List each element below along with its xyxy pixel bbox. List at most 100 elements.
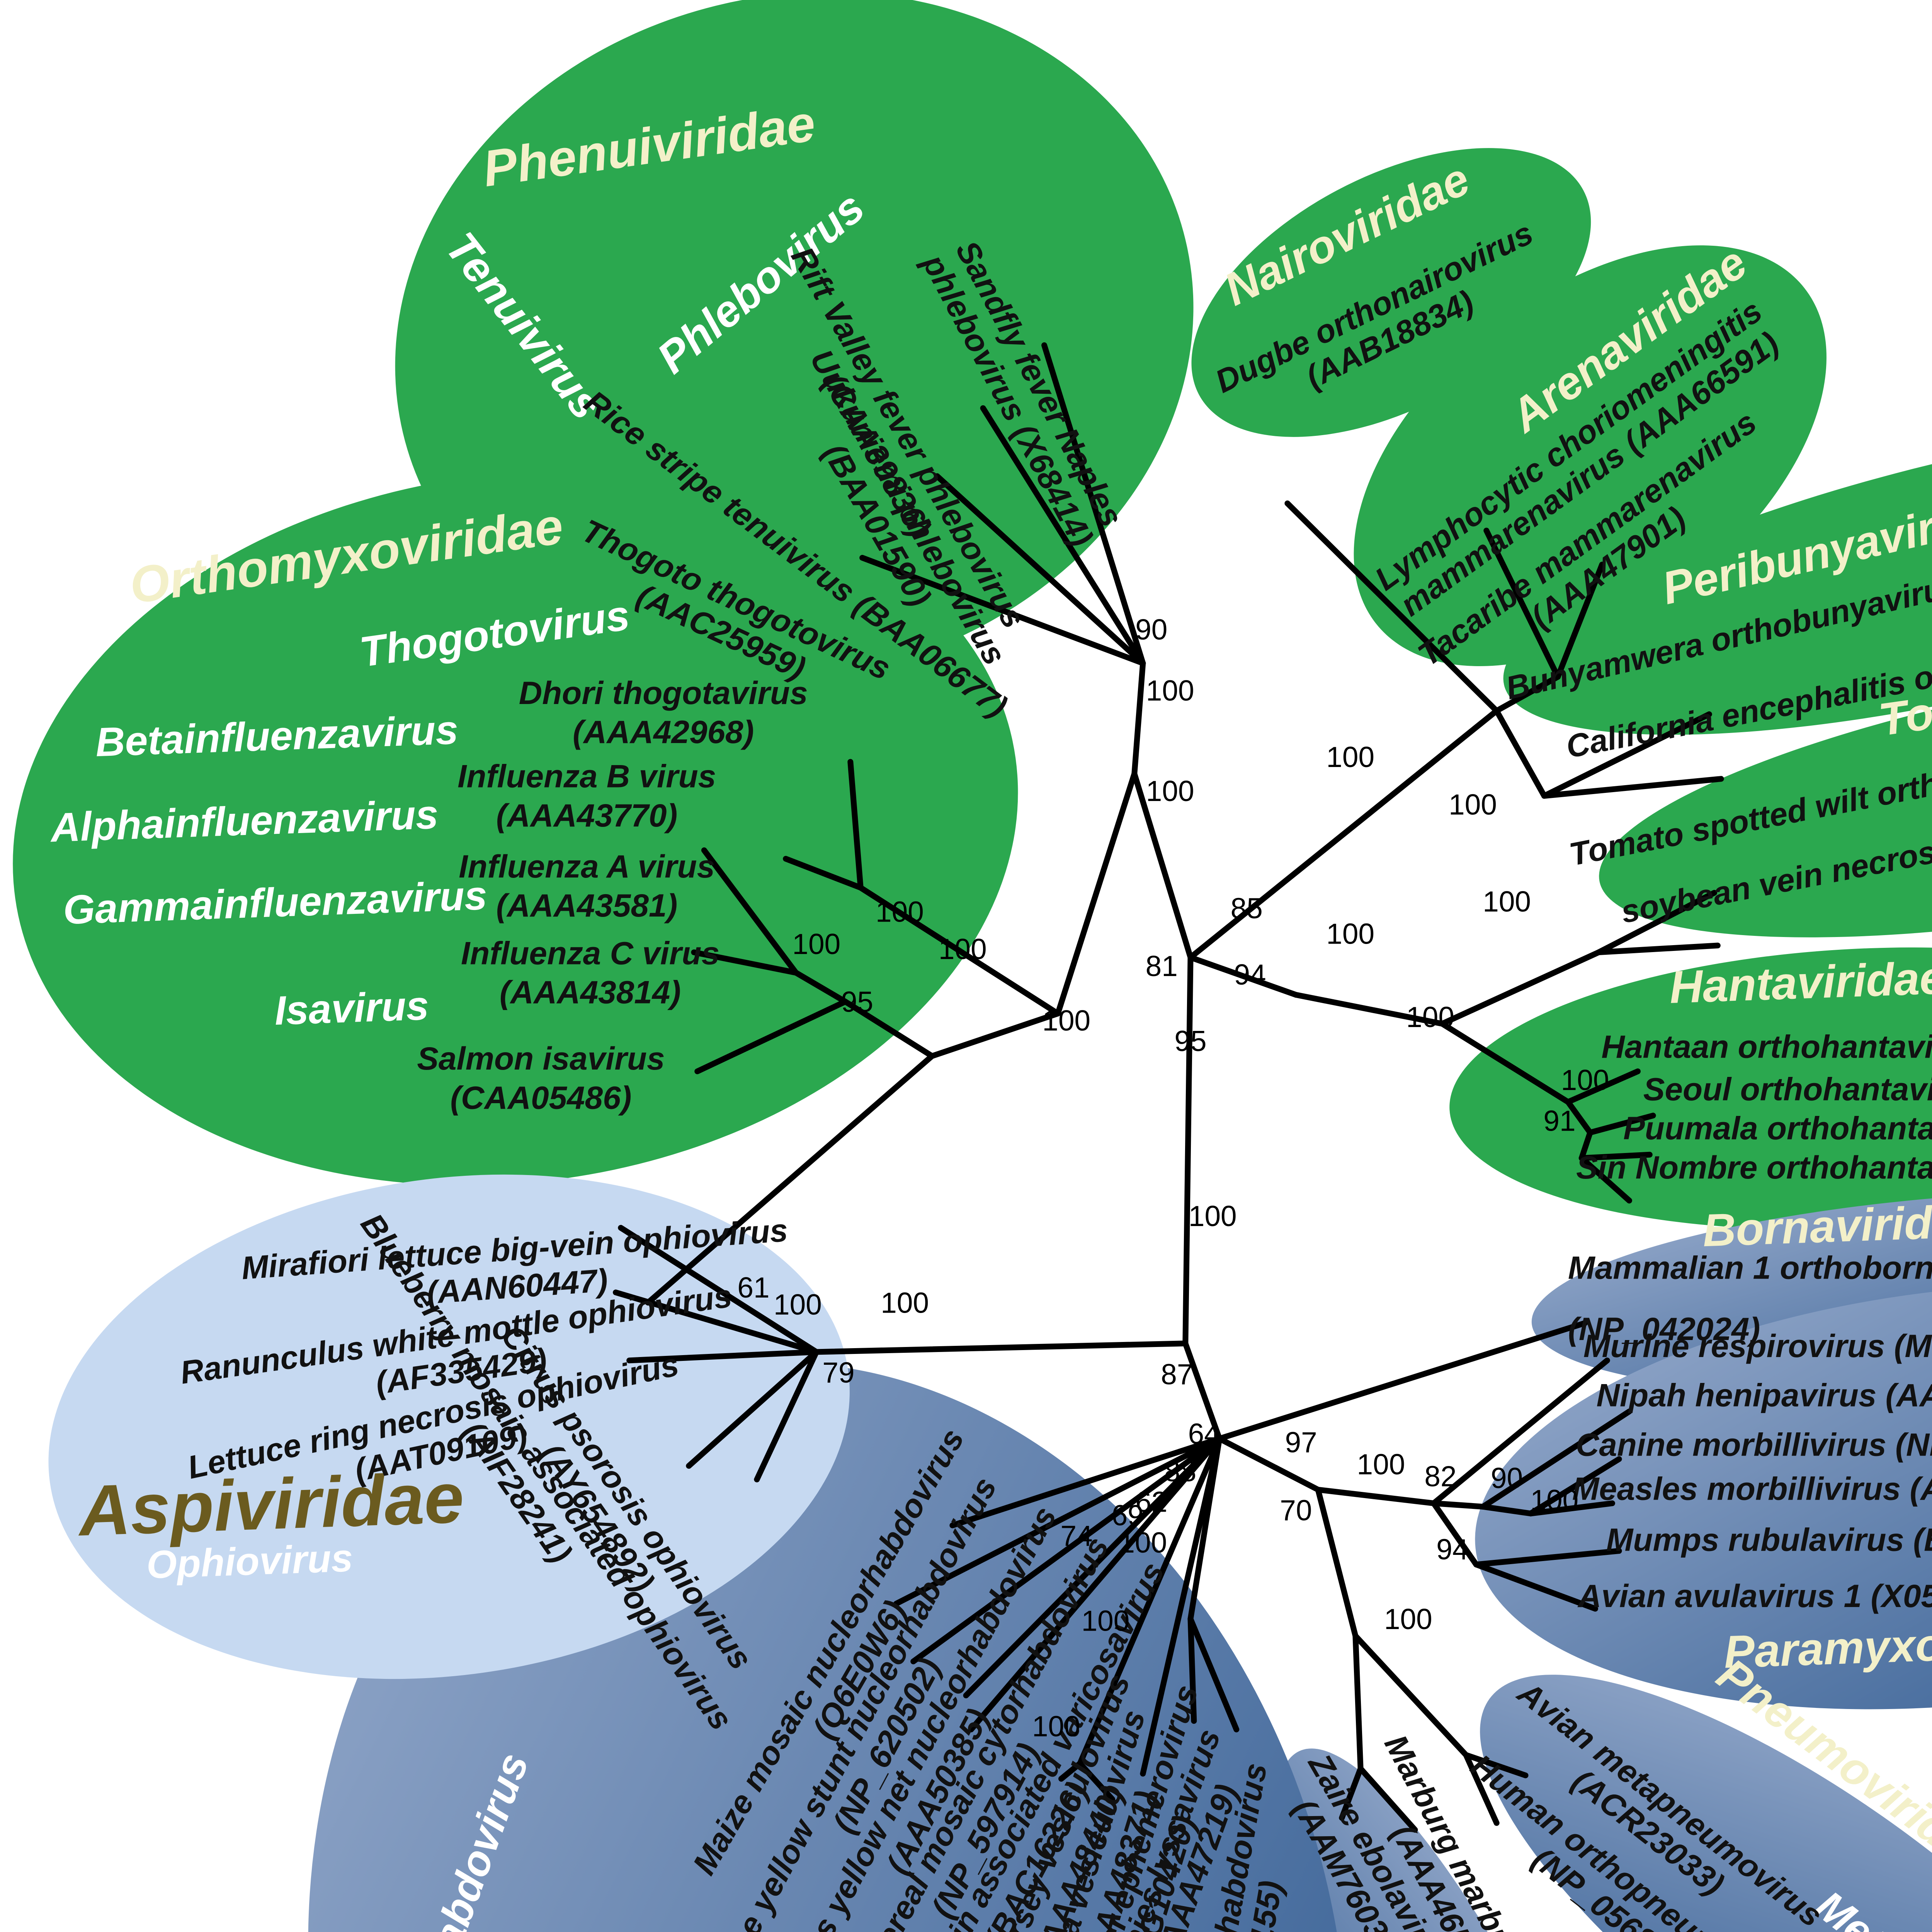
species-sin-nombre: Sin Nombre orthohantavirus (AAC42204)	[1576, 1149, 1932, 1185]
branch-hub-right	[1187, 954, 1299, 998]
bootstrap-value: 64	[1188, 1417, 1220, 1450]
branch-rabies	[1187, 1616, 1197, 1724]
family-aspiviridae: Aspiviridae	[76, 1458, 465, 1551]
branch-pneumofilo-stem	[1315, 1486, 1359, 1639]
branch-seoul	[1587, 1112, 1656, 1136]
branch-soybean	[1595, 942, 1721, 956]
ellipse-pneumoviridae	[1480, 1675, 1932, 1932]
branch-morbilli-node	[1480, 1503, 1534, 1517]
bootstrap-value: 100	[1146, 674, 1194, 707]
branch-nairo-arena-clade	[1187, 708, 1500, 961]
branch-upper-to-hub	[1131, 770, 1194, 961]
branch-bunyamwera	[1541, 711, 1712, 799]
branch-ranunculus	[613, 1289, 820, 1355]
bootstrap-value: 82	[1424, 1460, 1456, 1492]
branch-mammalian1	[1216, 1320, 1588, 1442]
branch-sandfly	[1041, 342, 1146, 666]
species-avian-avulavirus: Avian avulavirus 1 (X05399)	[1577, 1578, 1932, 1614]
genus-isavirus: Isavirus	[274, 983, 430, 1034]
branch-mumps	[1473, 1548, 1622, 1568]
branch-influenza-c	[694, 998, 849, 1075]
branch-murine	[1430, 1357, 1610, 1506]
branch-measles	[1527, 1500, 1615, 1517]
branch-hub-down	[1182, 954, 1194, 1347]
branch-lettuce-ring	[626, 1349, 820, 1364]
branch-northern	[963, 1435, 1223, 1699]
branch-new-jersey	[1058, 1760, 1083, 1782]
branch-paramyxo-stem	[1216, 1435, 1321, 1493]
branch-canine	[1527, 1456, 1622, 1517]
branch-right-mid	[1293, 992, 1445, 1027]
branch-influenza-a	[691, 949, 799, 976]
bootstrap-value: 100	[1406, 1001, 1454, 1033]
bootstrap-value: 94	[1234, 958, 1266, 991]
branch-tospo-stem	[1439, 949, 1602, 1027]
branch-aspi-stem	[813, 1340, 1189, 1355]
species-mammalian1: Mammalian 1 orthobornavirus(NP_042024)	[1568, 1250, 1932, 1347]
branch-lcmv	[1483, 527, 1561, 680]
family-bornaviridae: Bornaviridae	[1702, 1195, 1932, 1256]
branch-maize	[949, 1435, 1223, 1529]
bootstrap-value: 100	[1530, 1484, 1578, 1516]
species-influenza-b: Influenza B virus(AAA43770)	[457, 758, 716, 833]
family-hantaviridae: Hantaviridae	[1668, 952, 1932, 1013]
branch-sin-nombre	[1578, 1155, 1632, 1204]
bootstrap-value: 90	[1491, 1462, 1523, 1494]
branch-marburg	[1357, 1765, 1418, 1833]
bootstrap-value: 61	[737, 1271, 769, 1304]
bootstrap-value: 100	[792, 928, 840, 960]
bootstrap-value: 100	[876, 895, 924, 928]
bootstrap-value: 100	[1032, 1710, 1080, 1742]
bootstrap-value: 90	[1135, 613, 1167, 646]
bootstrap-value: 81	[1146, 950, 1178, 982]
branch-thogoto	[847, 759, 864, 891]
ellipse-tospoviridae	[1599, 651, 1932, 937]
bootstrap-value: 70	[1280, 1494, 1312, 1526]
branch-sonchus	[910, 1435, 1223, 1665]
branch-indiana	[1077, 1760, 1116, 1802]
branch-dhori	[783, 856, 864, 891]
ellipse-rhabdoviridae	[308, 1362, 1349, 1932]
species-seoul: Seoul orthohantavirus (CAA39847)	[1643, 1071, 1932, 1107]
bootstrap-value: 94	[1436, 1533, 1468, 1566]
branch-paramyxo-node	[1315, 1486, 1437, 1506]
species-influenza-c: Influenza C virus(AAA43814)	[461, 935, 719, 1010]
branch-citrus	[754, 1349, 820, 1483]
branch-filo-stem	[1352, 1633, 1364, 1772]
bootstrap-value: 100	[1189, 1200, 1237, 1232]
branch-rice-stripe	[859, 555, 1146, 666]
bootstrap-value: 69	[1112, 1499, 1144, 1532]
branch-henipa-node	[1430, 1500, 1486, 1510]
branch-phenui-stem	[1131, 660, 1146, 777]
branch-hanta-n1	[1565, 1099, 1593, 1136]
branch-california	[1541, 776, 1724, 799]
branch-zaire	[1339, 1765, 1364, 1821]
species-salmon-isavirus: Salmon isavirus(CAA05486)	[417, 1040, 665, 1116]
branch-thogoto-stem	[857, 884, 1061, 1017]
ellipse-peribunyaviridae	[1503, 415, 1932, 735]
bootstrap-value: 100	[1449, 788, 1497, 821]
bootstrap-value: 100	[1326, 918, 1374, 950]
ellipse-hantaviridae	[1449, 947, 1932, 1230]
species-measles: Measles morbillivirus (AAA75501)	[1572, 1471, 1932, 1507]
bootstrap-value: 100	[1561, 1064, 1609, 1096]
branch-salmonid	[1187, 1616, 1240, 1733]
branch-dugbe	[1284, 500, 1500, 714]
bootstrap-value: 100	[1326, 741, 1374, 773]
branch-salmon-isavirus	[645, 1053, 935, 1306]
branch-vesiculo-stem	[1077, 1435, 1223, 1767]
branch-tomato	[1595, 890, 1718, 956]
branch-influenza-stem	[929, 1010, 1061, 1059]
branch-hanta-n2	[1578, 1129, 1593, 1161]
branch-mirafiori	[618, 1225, 820, 1355]
branch-human-ortho	[1463, 1752, 1500, 1826]
branch-avulavirus	[1473, 1561, 1598, 1612]
species-mumps: Mumps rubulavirus (BAA01432)	[1606, 1522, 1932, 1558]
branch-nipah	[1480, 1408, 1632, 1510]
species-dhori: Dhori thogotavirus(AAA42968)	[519, 675, 808, 750]
branch-orthomyxo-stem	[1055, 770, 1138, 1017]
bootstrap-value: 100	[881, 1287, 929, 1319]
branch-lyssa-stem	[1187, 1435, 1223, 1622]
ellipse-filoviridae	[1275, 1748, 1657, 1932]
